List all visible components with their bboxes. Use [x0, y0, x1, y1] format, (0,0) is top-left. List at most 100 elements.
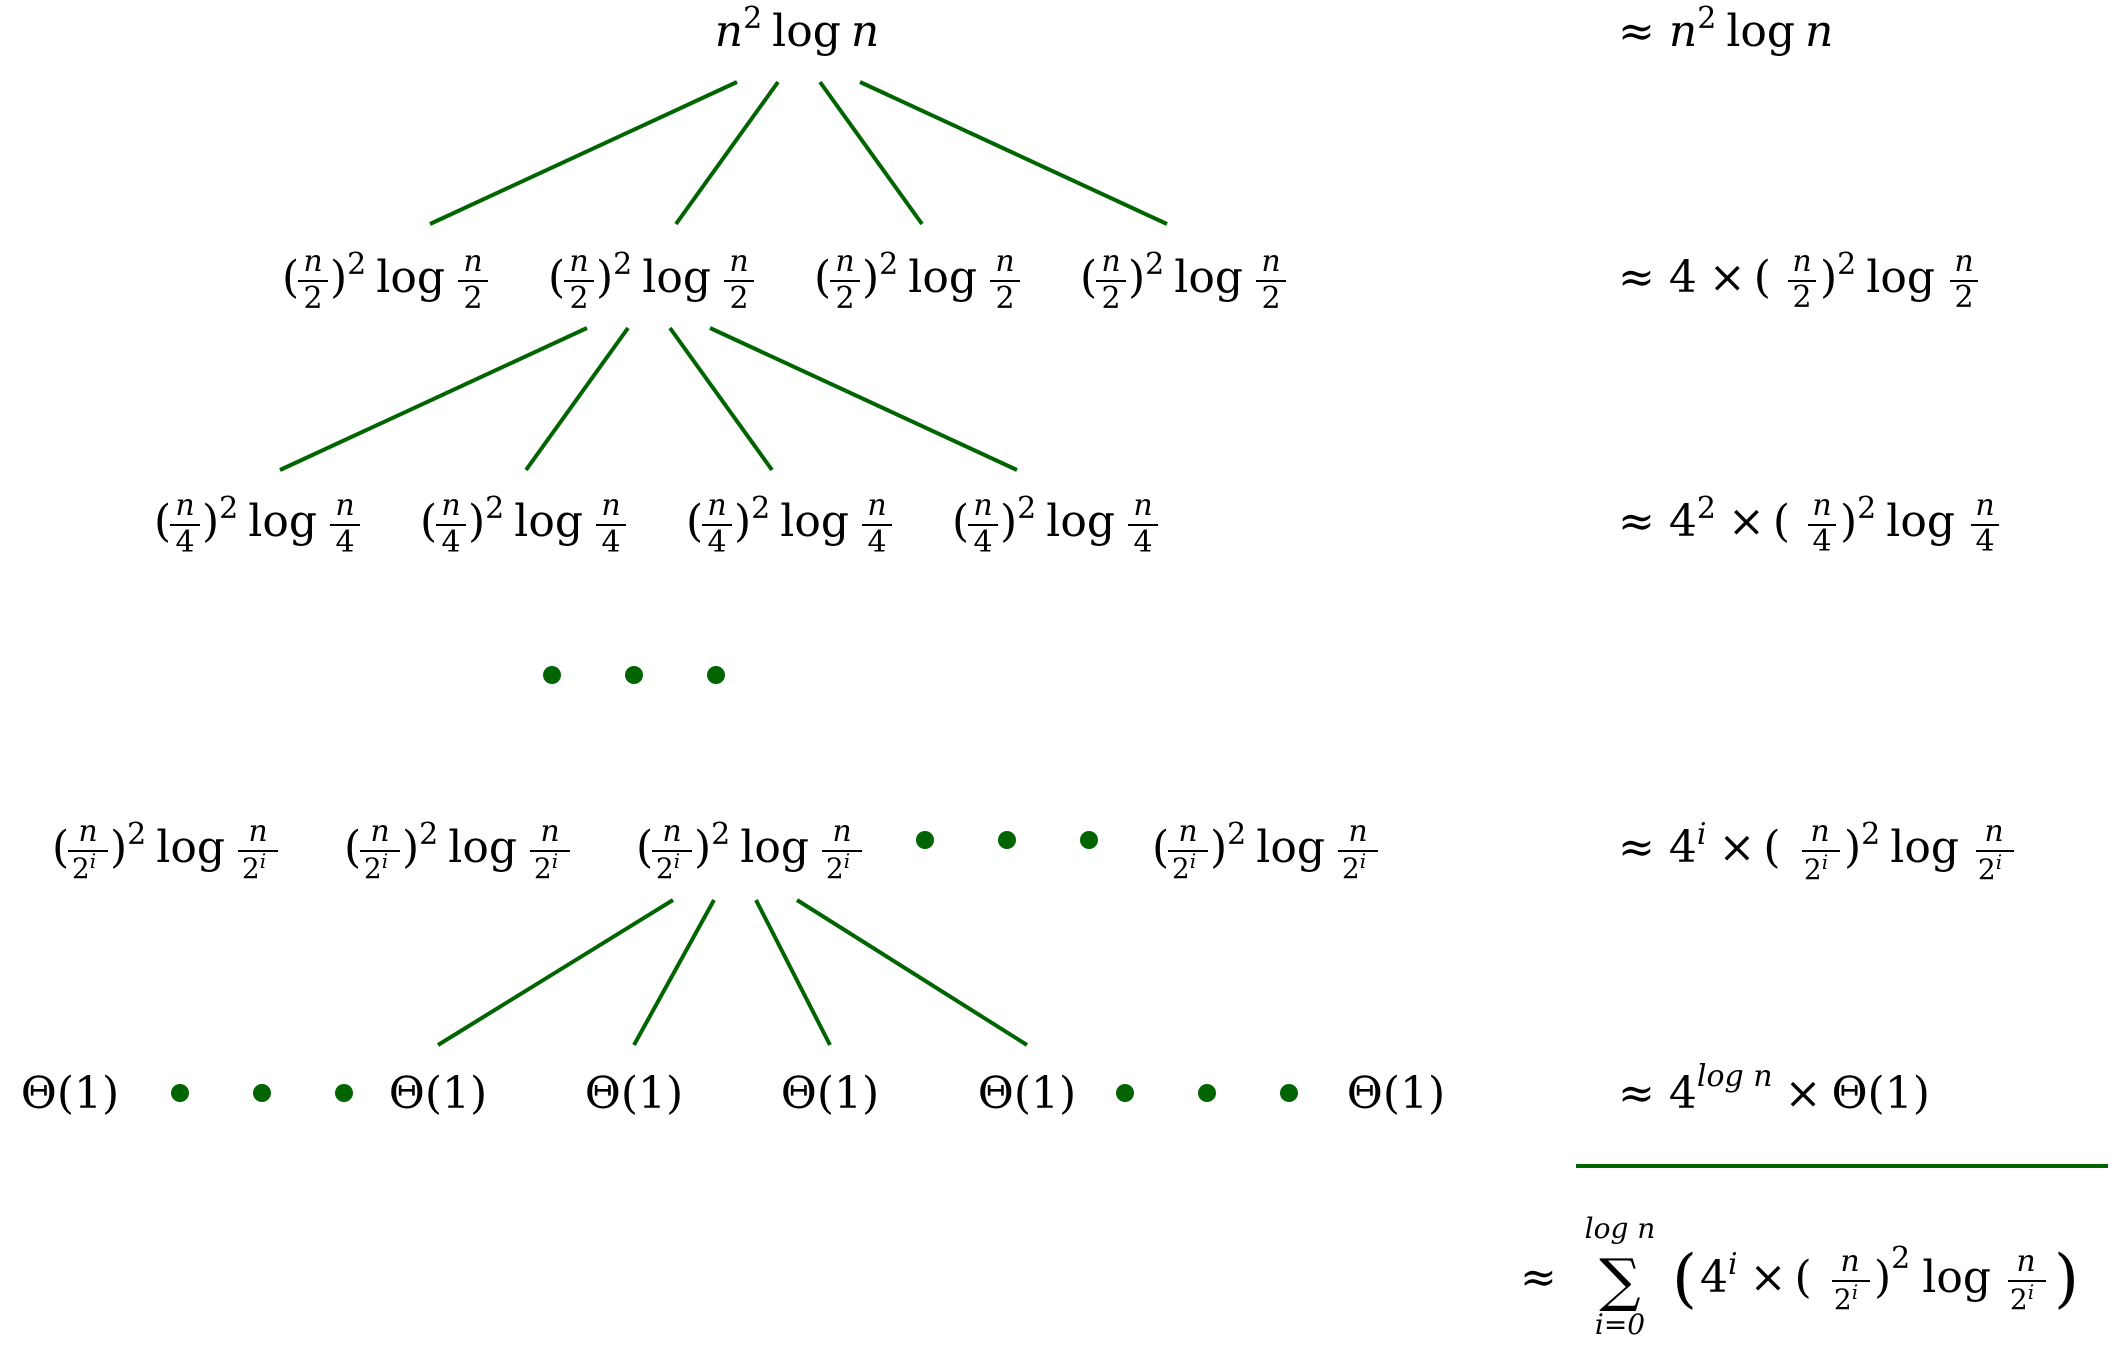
svg-text:n: n [1984, 814, 2003, 849]
svg-text:n: n [729, 244, 748, 279]
svg-text:2i: 2i [364, 849, 388, 885]
svg-text:2: 2 [729, 281, 748, 316]
svg-text:2i: 2i [2010, 1280, 2034, 1316]
svg-text:2: 2 [835, 281, 854, 316]
svg-text:n: n [78, 814, 97, 849]
ellipsis-leaves-right [1116, 1084, 1298, 1102]
svg-text:log n: log n [1585, 1212, 1656, 1245]
svg-text:2: 2 [303, 281, 322, 316]
svg-text:n: n [1840, 1244, 1859, 1279]
svg-text:(: ( [636, 822, 653, 873]
ellipsis-leaves-left [171, 1084, 353, 1102]
svg-text:n: n [1975, 488, 1994, 523]
svg-text:n: n [303, 244, 322, 279]
edge-li-child-1 [436, 898, 675, 1047]
svg-text:2i: 2i [534, 849, 558, 885]
svg-text:2: 2 [569, 281, 588, 316]
svg-text:2i: 2i [72, 849, 96, 885]
ellipsis-dot [335, 1084, 353, 1102]
svg-text:i=0: i=0 [1595, 1308, 1645, 1341]
edge-root-child-2 [674, 80, 780, 226]
svg-text:2: 2 [463, 281, 482, 316]
svg-text:4: 4 [1812, 524, 1831, 559]
svg-text:n: n [1261, 244, 1280, 279]
svg-text:(: ( [686, 496, 703, 547]
svg-text:2: 2 [995, 281, 1014, 316]
ellipsis-dot [253, 1084, 271, 1102]
svg-text:4: 4 [1975, 524, 1994, 559]
svg-text:2i: 2i [1804, 850, 1828, 886]
svg-text:≈4×(: ≈4×( [1618, 252, 1771, 303]
edge-l1-child-3 [668, 326, 774, 472]
svg-text:n: n [707, 488, 726, 523]
ellipsis-dot [916, 831, 934, 849]
svg-text:n: n [1792, 244, 1811, 279]
svg-text:4: 4 [867, 525, 886, 560]
svg-text:2: 2 [1792, 280, 1811, 315]
svg-text:(: ( [282, 252, 299, 303]
big-paren-left: ( [1672, 1242, 1697, 1316]
svg-text:n: n [1133, 488, 1152, 523]
svg-text:n: n [1810, 814, 1829, 849]
leaf-node: Θ(1) [781, 1068, 879, 1119]
svg-text:2i: 2i [826, 849, 850, 885]
edge-root-child-4 [859, 80, 1168, 226]
svg-text:(: ( [548, 252, 565, 303]
leaf-node: Θ(1) [1347, 1068, 1445, 1119]
svg-text:n: n [1348, 814, 1367, 849]
svg-text:n: n [1812, 488, 1831, 523]
svg-text:2: 2 [1261, 281, 1280, 316]
svg-text:4: 4 [601, 525, 620, 560]
svg-text:n: n [569, 244, 588, 279]
edge-li-child-3 [754, 899, 832, 1046]
svg-text:2i: 2i [1978, 850, 2002, 886]
svg-text:2i: 2i [1834, 1280, 1858, 1316]
svg-text:(: ( [420, 496, 437, 547]
ellipsis-dot [543, 666, 561, 684]
svg-text:n: n [973, 488, 992, 523]
svg-text:n: n [540, 814, 559, 849]
cost-row-4: ≈4log n×Θ(1) [1618, 1059, 1930, 1119]
svg-text:≈: ≈ [1520, 1252, 1557, 1303]
svg-text:(: ( [1152, 822, 1169, 873]
svg-text:n: n [370, 814, 389, 849]
edge-l1-child-1 [279, 326, 588, 472]
big-paren-right: ) [2054, 1242, 2079, 1316]
svg-text:n: n [1101, 244, 1120, 279]
ellipsis-between-levels [543, 666, 725, 684]
svg-text:n: n [662, 814, 681, 849]
svg-text:n: n [441, 488, 460, 523]
edge-root-child-1 [429, 80, 738, 226]
svg-text:(: ( [52, 822, 69, 873]
svg-text:≈42×(: ≈42×( [1618, 491, 1790, 547]
svg-text:4: 4 [335, 525, 354, 560]
leaf-node: Θ(1) [389, 1068, 487, 1119]
tree-edges [279, 80, 1168, 1047]
svg-text:2i: 2i [656, 849, 680, 885]
svg-text:(: ( [344, 822, 361, 873]
svg-text:n: n [2016, 1244, 2035, 1279]
svg-text:n: n [1954, 244, 1973, 279]
